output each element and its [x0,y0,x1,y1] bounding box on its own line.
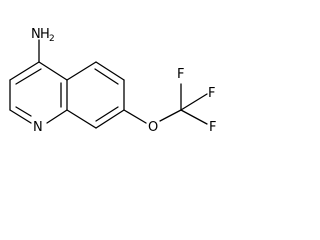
amine-nitrogen-label: N [31,27,41,42]
fluorine-lower-label: F [209,120,216,135]
bond-c7-c8-double [95,106,119,122]
bond-c4a-c5 [66,61,97,81]
bond-o-cf3 [159,109,182,122]
ether-oxygen-label: O [148,120,158,135]
bond-c4-c3-double [15,68,42,85]
pyridine-ring [9,39,68,124]
fluorine-top-label: F [177,67,184,82]
bond-n1-c8a [46,109,68,124]
bond-c5-c6 [95,61,125,81]
bond-c2-n1 [9,109,32,124]
ring-nitrogen-label: N [33,120,43,135]
bond-c4-c4a [38,61,68,81]
bond-c-f-left-lower [180,109,208,125]
fluorine-right-label: F [208,86,215,101]
bond-c5-c6-double [94,68,119,85]
bond-c2-n1-double [15,106,32,117]
bond-c8-c8a [66,109,97,129]
benzene-ring [66,61,125,129]
quinoline-structure-diagram: N H 2 N O F F F [9,27,216,135]
amine-hydrogen-count-label: 2 [49,34,55,44]
bond-c4-c3 [9,61,40,81]
trifluoromethoxy-group [123,83,208,125]
amine-hydrogen-label: H [40,27,50,42]
bond-c7-c8 [95,109,125,129]
bond-c7-o [123,109,147,124]
bond-c-f-right [180,93,208,111]
